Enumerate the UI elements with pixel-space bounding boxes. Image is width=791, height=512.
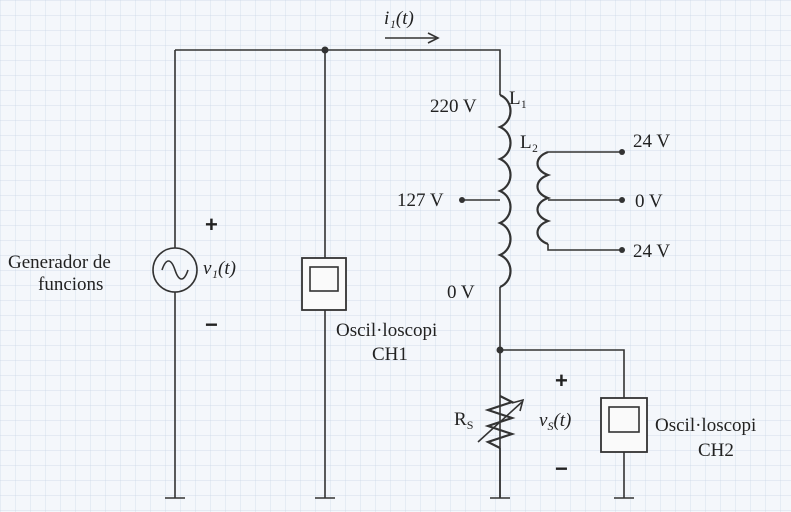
sec-bottom-wire	[547, 244, 622, 251]
sec-tap-bottom-label: 24 V	[633, 241, 670, 262]
tap-127-label: 127 V	[397, 190, 444, 211]
scope1-label-1: Oscil·loscopi	[336, 320, 437, 341]
oscilloscope-ch2-screen	[608, 406, 640, 433]
generator-minus-sign: −	[205, 312, 218, 337]
sec-tap-mid-label: 0 V	[635, 191, 663, 212]
tap-220-label: 220 V	[430, 96, 477, 117]
oscilloscope-ch1-screen	[309, 266, 339, 292]
l1-label: L₁	[509, 88, 527, 109]
sec-top-terminal	[619, 149, 625, 155]
generator-label-2: funcions	[38, 274, 103, 295]
sec-bottom-terminal	[619, 247, 625, 253]
current-arrowhead	[427, 32, 440, 44]
vs-minus-sign: −	[555, 456, 568, 481]
secondary-coil-l2	[536, 150, 552, 246]
scope2-top-wire	[500, 349, 625, 398]
resistor-arrowhead	[511, 398, 525, 412]
vs-plus-sign: +	[555, 368, 568, 393]
rs-label: RS	[454, 409, 473, 432]
tap-127-terminal	[459, 197, 465, 203]
scope2-label-1: Oscil·loscopi	[655, 415, 756, 436]
oscilloscope-ch2-icon	[600, 397, 648, 453]
sine-wave-icon	[161, 260, 189, 280]
oscilloscope-ch1-icon	[301, 257, 347, 311]
sec-tap-top-label: 24 V	[633, 131, 670, 152]
resistor-variable-arrow	[477, 401, 523, 443]
generator-label-1: Generador de	[8, 252, 111, 273]
tap-0-label: 0 V	[447, 282, 475, 303]
top-wire	[175, 49, 501, 95]
l2-label: L₂	[520, 132, 538, 153]
generator-plus-sign: +	[205, 212, 218, 237]
sec-mid-terminal	[619, 197, 625, 203]
vs-label: vS(t)	[539, 410, 571, 433]
scope2-label-2: CH2	[698, 440, 734, 461]
generator-voltage-label: v₁(t)	[203, 258, 236, 279]
primary-coil-l1	[497, 93, 512, 289]
current-label: i₁(t)	[384, 8, 414, 29]
scope1-label-2: CH1	[372, 344, 408, 365]
